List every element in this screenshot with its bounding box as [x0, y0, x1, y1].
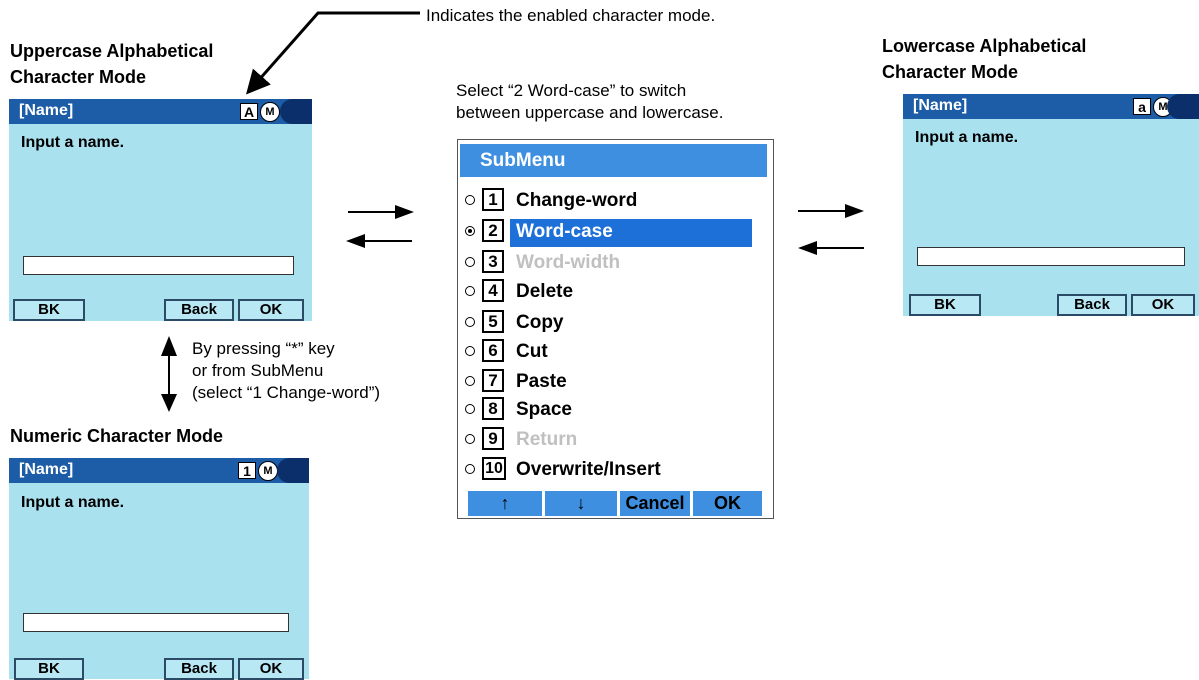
submenu-item-copy[interactable]: 5 Copy [458, 308, 775, 338]
submenu-item-delete[interactable]: 4 Delete [458, 277, 775, 307]
name-input[interactable] [23, 613, 289, 632]
lowercase-heading-line1: Lowercase Alphabetical [882, 36, 1087, 56]
uppercase-screen: [Name] A M Input a name. BK Back OK [9, 99, 312, 321]
up-arrow-softkey[interactable]: ↑ [468, 491, 542, 516]
radio-icon [465, 434, 475, 444]
left-left-arrow-icon [346, 234, 412, 248]
item-label: Delete [516, 281, 574, 302]
item-number: 6 [482, 339, 504, 362]
title-bar: [Name] A M [9, 99, 312, 124]
title-bar: [Name] a M [903, 94, 1199, 119]
ok-softkey[interactable]: OK [238, 299, 304, 321]
item-number: 3 [482, 250, 504, 273]
select-note-line1: Select “2 Word-case” to switch [456, 81, 687, 100]
name-input[interactable] [917, 247, 1185, 266]
radio-icon [465, 257, 475, 267]
press-note-line2: or from SubMenu [192, 361, 324, 380]
item-number: 2 [482, 219, 504, 242]
lowercase-heading-line2: Character Mode [882, 62, 1019, 82]
left-right-arrow-icon [348, 205, 414, 219]
submenu-item-cut[interactable]: 6 Cut [458, 337, 775, 367]
select-word-case-note: Select “2 Word-case” to switch between u… [456, 80, 723, 124]
bk-softkey[interactable]: BK [13, 299, 85, 321]
submenu-softkey-bar: ↑ ↓ Cancel OK [468, 491, 762, 516]
item-number: 10 [482, 457, 506, 480]
item-number: 1 [482, 188, 504, 211]
lowercase-screen: [Name] a M Input a name. BK Back OK [903, 94, 1199, 316]
radio-icon [465, 195, 475, 205]
change-word-note: By pressing “*” key or from SubMenu (sel… [192, 338, 380, 404]
item-label: Overwrite/Insert [516, 459, 661, 480]
item-label: Word-width [516, 252, 621, 273]
submenu-item-return[interactable]: 9 Return [458, 425, 775, 455]
uppercase-mode-heading: Uppercase Alphabetical Character Mode [10, 38, 213, 90]
submenu-item-paste[interactable]: 7 Paste [458, 367, 775, 397]
bk-softkey[interactable]: BK [909, 294, 981, 316]
input-prompt: Input a name. [915, 129, 1019, 146]
name-input[interactable] [23, 256, 294, 275]
title-bar-tail [1167, 94, 1199, 119]
item-label: Space [516, 399, 572, 420]
radio-selected-icon [465, 226, 475, 236]
cancel-softkey[interactable]: Cancel [620, 491, 690, 516]
mode-indicator-icon: a [1133, 98, 1151, 115]
input-prompt: Input a name. [21, 134, 125, 151]
item-number: 7 [482, 369, 504, 392]
input-prompt: Input a name. [21, 494, 125, 511]
indicator-pointer-arrow [246, 11, 420, 95]
item-number: 4 [482, 279, 504, 302]
back-softkey[interactable]: Back [164, 299, 234, 321]
m-badge-icon: M [260, 102, 280, 122]
radio-icon [465, 376, 475, 386]
item-label: Change-word [516, 190, 638, 211]
lowercase-mode-heading: Lowercase Alphabetical Character Mode [882, 33, 1086, 85]
radio-icon [465, 404, 475, 414]
submenu-panel: SubMenu 1 Change-word 2 Word-case 3 Word… [457, 139, 774, 519]
submenu-item-change-word[interactable]: 1 Change-word [458, 186, 775, 216]
item-label: Word-case [510, 219, 752, 247]
back-softkey[interactable]: Back [1057, 294, 1127, 316]
screen-title: [Name] [19, 461, 74, 478]
radio-icon [465, 346, 475, 356]
indicator-note: Indicates the enabled character mode. [426, 6, 716, 25]
uppercase-heading-line2: Character Mode [10, 67, 147, 87]
item-label: Return [516, 429, 578, 450]
item-label: Cut [516, 341, 548, 362]
item-label: Copy [516, 312, 564, 333]
item-number: 8 [482, 397, 504, 420]
item-number: 5 [482, 310, 504, 333]
uppercase-heading-line1: Uppercase Alphabetical [10, 41, 214, 61]
radio-icon [465, 317, 475, 327]
item-label: Paste [516, 371, 567, 392]
title-bar: [Name] 1 M [9, 458, 309, 483]
screen-title: [Name] [19, 102, 74, 119]
submenu-item-word-case[interactable]: 2 Word-case [458, 217, 775, 247]
up-down-arrow-icon [161, 336, 177, 412]
item-number: 9 [482, 427, 504, 450]
radio-icon [465, 286, 475, 296]
ok-softkey[interactable]: OK [1131, 294, 1195, 316]
right-right-arrow-icon [798, 204, 864, 218]
mode-indicator-icon: A [240, 103, 258, 120]
submenu-item-overwrite-insert[interactable]: 10 Overwrite/Insert [458, 455, 775, 485]
right-left-arrow-icon [798, 241, 864, 255]
submenu-item-space[interactable]: 8 Space [458, 395, 775, 425]
press-note-line1: By pressing “*” key [192, 339, 335, 358]
title-bar-tail [280, 99, 312, 124]
numeric-mode-heading: Numeric Character Mode [10, 426, 224, 446]
mode-indicator-icon: 1 [238, 462, 256, 479]
submenu-title: SubMenu [460, 144, 767, 177]
screen-title: [Name] [913, 97, 968, 114]
down-arrow-softkey[interactable]: ↓ [545, 491, 617, 516]
press-note-line3: (select “1 Change-word”) [192, 383, 381, 402]
submenu-item-word-width[interactable]: 3 Word-width [458, 248, 775, 278]
title-bar-tail [277, 458, 309, 483]
radio-icon [465, 464, 475, 474]
ok-softkey[interactable]: OK [693, 491, 762, 516]
select-note-line2: between uppercase and lowercase. [456, 103, 724, 122]
